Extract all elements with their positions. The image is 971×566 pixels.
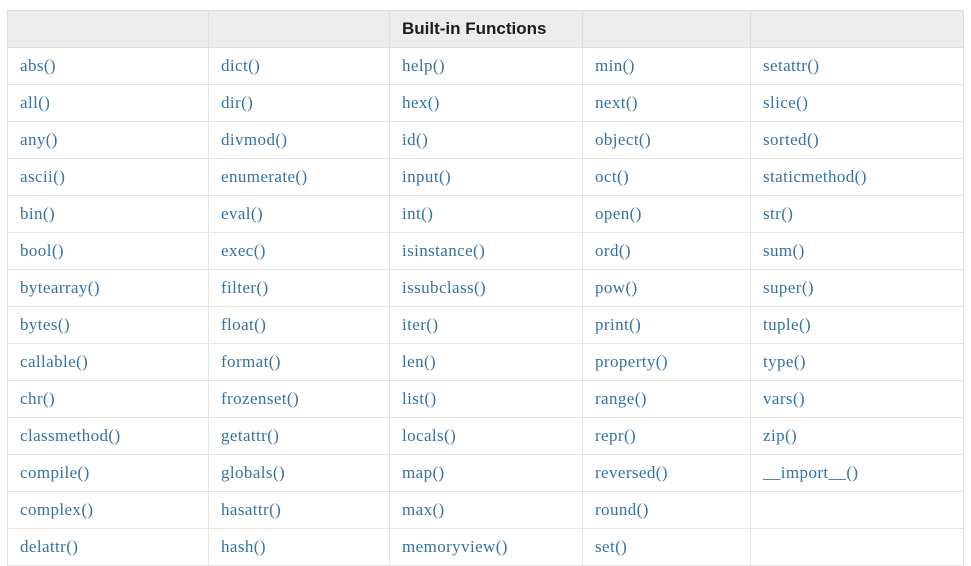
- function-name-cell[interactable]: sum(): [750, 232, 964, 270]
- function-name-cell[interactable]: hash(): [208, 528, 390, 566]
- function-name-cell[interactable]: callable(): [7, 343, 209, 381]
- function-name-cell[interactable]: int(): [389, 195, 583, 233]
- function-name-cell[interactable]: delattr(): [7, 528, 209, 566]
- function-name-cell[interactable]: staticmethod(): [750, 158, 964, 196]
- function-name-cell[interactable]: len(): [389, 343, 583, 381]
- function-name-cell[interactable]: bytes(): [7, 306, 209, 344]
- function-name-cell[interactable]: all(): [7, 84, 209, 122]
- function-name-cell[interactable]: float(): [208, 306, 390, 344]
- table-header-row: Built-in Functions: [7, 10, 964, 48]
- function-name-cell[interactable]: object(): [582, 121, 751, 159]
- function-name-cell[interactable]: memoryview(): [389, 528, 583, 566]
- table-row: abs()dict()help()min()setattr(): [7, 47, 964, 85]
- function-name-cell[interactable]: id(): [389, 121, 583, 159]
- function-name-cell[interactable]: chr(): [7, 380, 209, 418]
- function-name-cell[interactable]: input(): [389, 158, 583, 196]
- function-name-cell[interactable]: iter(): [389, 306, 583, 344]
- function-name-cell[interactable]: divmod(): [208, 121, 390, 159]
- function-name-cell[interactable]: reversed(): [582, 454, 751, 492]
- function-name-cell[interactable]: repr(): [582, 417, 751, 455]
- function-name-cell[interactable]: ascii(): [7, 158, 209, 196]
- function-name-cell[interactable]: range(): [582, 380, 751, 418]
- function-name-cell[interactable]: compile(): [7, 454, 209, 492]
- function-name-cell[interactable]: isinstance(): [389, 232, 583, 270]
- builtin-functions-table: Built-in Functions abs()dict()help()min(…: [7, 10, 964, 566]
- function-name-cell[interactable]: bytearray(): [7, 269, 209, 307]
- function-name-cell[interactable]: __import__(): [750, 454, 964, 492]
- function-name-cell[interactable]: bin(): [7, 195, 209, 233]
- function-name-cell[interactable]: sorted(): [750, 121, 964, 159]
- function-name-cell[interactable]: str(): [750, 195, 964, 233]
- table-row: delattr()hash()memoryview()set(): [7, 528, 964, 566]
- function-name-cell[interactable]: slice(): [750, 84, 964, 122]
- table-cell-empty: [750, 528, 964, 566]
- function-name-cell[interactable]: issubclass(): [389, 269, 583, 307]
- function-name-cell[interactable]: set(): [582, 528, 751, 566]
- table-body: abs()dict()help()min()setattr()all()dir(…: [7, 47, 964, 566]
- column-header-2: [208, 10, 390, 48]
- table-row: bool()exec()isinstance()ord()sum(): [7, 232, 964, 270]
- table-row: complex()hasattr()max()round(): [7, 491, 964, 529]
- function-name-cell[interactable]: frozenset(): [208, 380, 390, 418]
- table-row: bin()eval()int()open()str(): [7, 195, 964, 233]
- table-row: callable()format()len()property()type(): [7, 343, 964, 381]
- function-name-cell[interactable]: classmethod(): [7, 417, 209, 455]
- function-name-cell[interactable]: abs(): [7, 47, 209, 85]
- column-header-3-title: Built-in Functions: [389, 10, 583, 48]
- function-name-cell[interactable]: getattr(): [208, 417, 390, 455]
- table-row: compile()globals()map()reversed()__impor…: [7, 454, 964, 492]
- function-name-cell[interactable]: oct(): [582, 158, 751, 196]
- function-name-cell[interactable]: map(): [389, 454, 583, 492]
- column-header-4: [582, 10, 751, 48]
- table-header: Built-in Functions: [7, 10, 964, 48]
- function-name-cell[interactable]: bool(): [7, 232, 209, 270]
- function-name-cell[interactable]: setattr(): [750, 47, 964, 85]
- function-name-cell[interactable]: list(): [389, 380, 583, 418]
- builtin-functions-table-container: Built-in Functions abs()dict()help()min(…: [7, 10, 964, 566]
- table-row: bytearray()filter()issubclass()pow()supe…: [7, 269, 964, 307]
- function-name-cell[interactable]: hex(): [389, 84, 583, 122]
- function-name-cell[interactable]: enumerate(): [208, 158, 390, 196]
- function-name-cell[interactable]: vars(): [750, 380, 964, 418]
- function-name-cell[interactable]: filter(): [208, 269, 390, 307]
- function-name-cell[interactable]: exec(): [208, 232, 390, 270]
- function-name-cell[interactable]: super(): [750, 269, 964, 307]
- table-row: classmethod()getattr()locals()repr()zip(…: [7, 417, 964, 455]
- function-name-cell[interactable]: dir(): [208, 84, 390, 122]
- function-name-cell[interactable]: dict(): [208, 47, 390, 85]
- function-name-cell[interactable]: round(): [582, 491, 751, 529]
- function-name-cell[interactable]: eval(): [208, 195, 390, 233]
- function-name-cell[interactable]: pow(): [582, 269, 751, 307]
- function-name-cell[interactable]: property(): [582, 343, 751, 381]
- table-row: all()dir()hex()next()slice(): [7, 84, 964, 122]
- function-name-cell[interactable]: next(): [582, 84, 751, 122]
- function-name-cell[interactable]: any(): [7, 121, 209, 159]
- function-name-cell[interactable]: ord(): [582, 232, 751, 270]
- function-name-cell[interactable]: globals(): [208, 454, 390, 492]
- function-name-cell[interactable]: open(): [582, 195, 751, 233]
- table-row: ascii()enumerate()input()oct()staticmeth…: [7, 158, 964, 196]
- function-name-cell[interactable]: min(): [582, 47, 751, 85]
- function-name-cell[interactable]: format(): [208, 343, 390, 381]
- table-row: any()divmod()id()object()sorted(): [7, 121, 964, 159]
- function-name-cell[interactable]: zip(): [750, 417, 964, 455]
- function-name-cell[interactable]: help(): [389, 47, 583, 85]
- table-cell-empty: [750, 491, 964, 529]
- column-header-5: [750, 10, 964, 48]
- function-name-cell[interactable]: print(): [582, 306, 751, 344]
- function-name-cell[interactable]: max(): [389, 491, 583, 529]
- function-name-cell[interactable]: complex(): [7, 491, 209, 529]
- function-name-cell[interactable]: hasattr(): [208, 491, 390, 529]
- table-row: chr()frozenset()list()range()vars(): [7, 380, 964, 418]
- table-row: bytes()float()iter()print()tuple(): [7, 306, 964, 344]
- function-name-cell[interactable]: type(): [750, 343, 964, 381]
- function-name-cell[interactable]: tuple(): [750, 306, 964, 344]
- column-header-1: [7, 10, 209, 48]
- function-name-cell[interactable]: locals(): [389, 417, 583, 455]
